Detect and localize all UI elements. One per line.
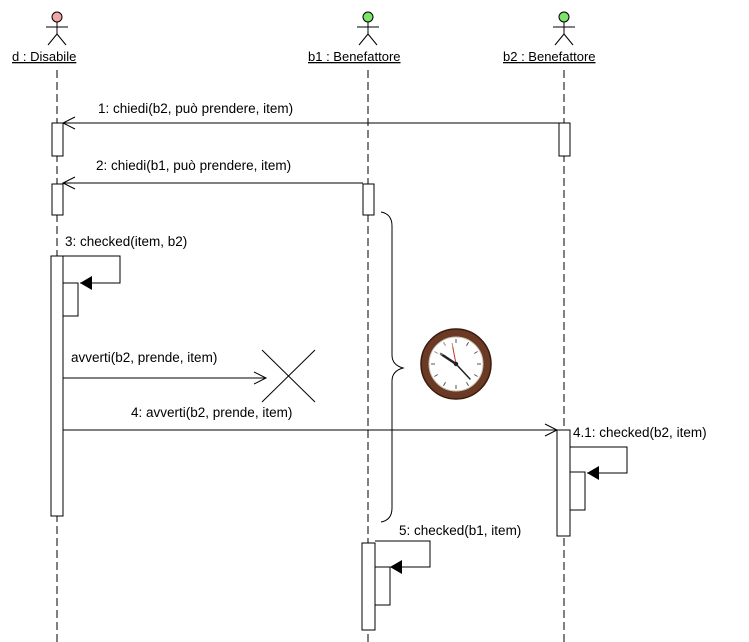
actor-d-label: d : Disabile [12, 49, 76, 64]
actor-d[interactable]: d : Disabile [12, 12, 76, 64]
actor-d-icon [46, 12, 68, 45]
actor-b2-icon [553, 12, 575, 45]
activation-b1-2 [362, 543, 375, 630]
actor-b1-icon [357, 12, 379, 45]
message-5[interactable]: 5: checked(b1, item) [375, 523, 521, 574]
destroy-x-icon [262, 350, 315, 402]
activation-b1-1 [363, 184, 374, 215]
message-1-label: 1: chiedi(b2, può prendere, item) [98, 101, 293, 116]
clock-icon [421, 329, 491, 399]
activation-b2-2 [557, 430, 570, 536]
actor-b1-label: b1 : Benefattore [308, 49, 401, 64]
message-4-1[interactable]: 4.1: checked(b2, item) [570, 425, 707, 480]
message-5-line [375, 541, 430, 567]
activation-b2-2-nested [570, 472, 585, 510]
message-3-label: 3: checked(item, b2) [65, 234, 187, 249]
message-4[interactable]: 4: avverti(b2, prende, item) [63, 405, 557, 436]
actor-b2[interactable]: b2 : Benefattore [503, 12, 596, 64]
message-2-label: 2: chiedi(b1, può prendere, item) [96, 158, 291, 173]
message-3-arrowhead [80, 276, 92, 290]
message-4-1-arrowhead [587, 466, 599, 480]
actor-b2-label: b2 : Benefattore [503, 49, 596, 64]
message-lost-label: avverti(b2, prende, item) [71, 350, 217, 365]
activation-d-1 [52, 123, 63, 156]
message-2[interactable]: 2: chiedi(b1, può prendere, item) [63, 158, 363, 189]
timeout-brace [381, 212, 403, 522]
message-5-label: 5: checked(b1, item) [399, 523, 521, 538]
message-lost[interactable]: avverti(b2, prende, item) [63, 350, 315, 402]
message-1[interactable]: 1: chiedi(b2, può prendere, item) [63, 101, 559, 129]
activation-d-3 [51, 256, 63, 516]
activation-d-3-nested [63, 283, 78, 316]
activation-b1-2-nested [375, 567, 390, 605]
activation-d-2 [52, 184, 63, 215]
message-5-arrowhead [390, 560, 402, 574]
actor-b1[interactable]: b1 : Benefattore [308, 12, 401, 64]
message-3[interactable]: 3: checked(item, b2) [63, 234, 187, 290]
activation-b2-1 [559, 123, 570, 156]
message-4-1-label: 4.1: checked(b2, item) [573, 425, 707, 440]
message-4-label: 4: avverti(b2, prende, item) [131, 405, 292, 420]
